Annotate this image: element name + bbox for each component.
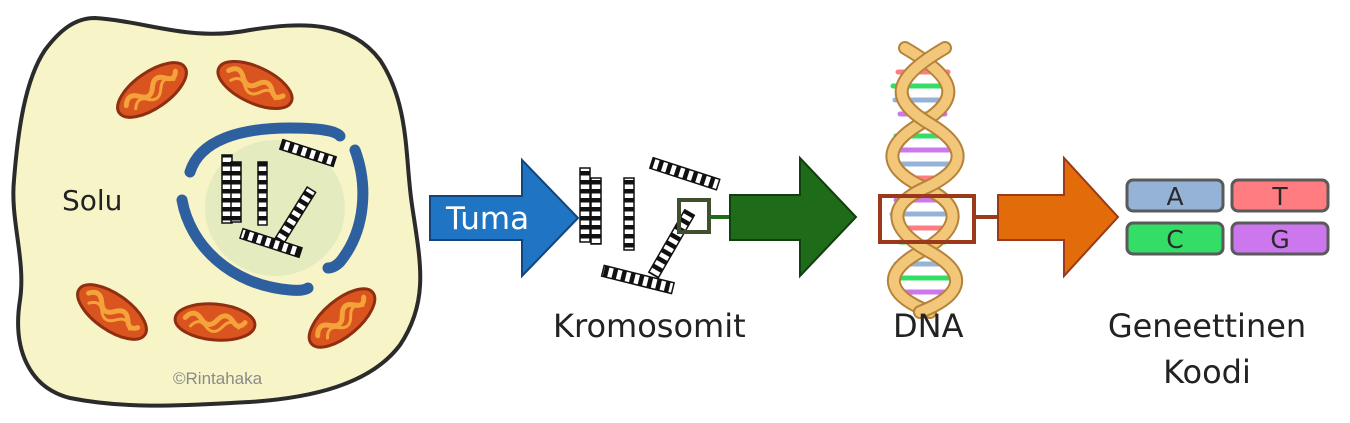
nucleus-arrow: Tuma <box>429 157 580 279</box>
chromosomes <box>579 156 721 295</box>
base-letter-a: A <box>1166 182 1183 211</box>
base-tile-a <box>1125 178 1225 213</box>
base-tile-t <box>1230 178 1330 213</box>
base-tile-g <box>1230 221 1330 256</box>
base-letter-c: C <box>1166 225 1183 254</box>
cell: Solu ©Rintahaka <box>11 15 423 408</box>
dna-label: DNA <box>893 307 964 345</box>
chromosome-arrow <box>709 155 858 279</box>
nucleus-arrow-label: Tuma <box>445 201 529 237</box>
base-letter-t: T <box>1271 182 1288 211</box>
nuclear-envelope-left <box>176 194 314 296</box>
base-tile-c <box>1125 221 1225 256</box>
genetic-code-label-line1: Geneettinen <box>1108 307 1306 345</box>
genetic-code-label-line2: Koodi <box>1163 353 1251 391</box>
nucleus-chromosomes <box>221 138 338 259</box>
genetic-code-bases: A T C G <box>1125 178 1330 256</box>
dna-helix <box>878 41 976 319</box>
nuclear-envelope-right <box>322 144 369 274</box>
dna-arrow <box>974 155 1120 279</box>
base-letter-g: G <box>1270 225 1289 254</box>
nuclear-envelope <box>184 122 346 178</box>
cell-label: Solu <box>62 184 122 217</box>
copyright-label: ©Rintahaka <box>173 369 263 388</box>
chromosomes-label: Kromosomit <box>553 307 746 345</box>
